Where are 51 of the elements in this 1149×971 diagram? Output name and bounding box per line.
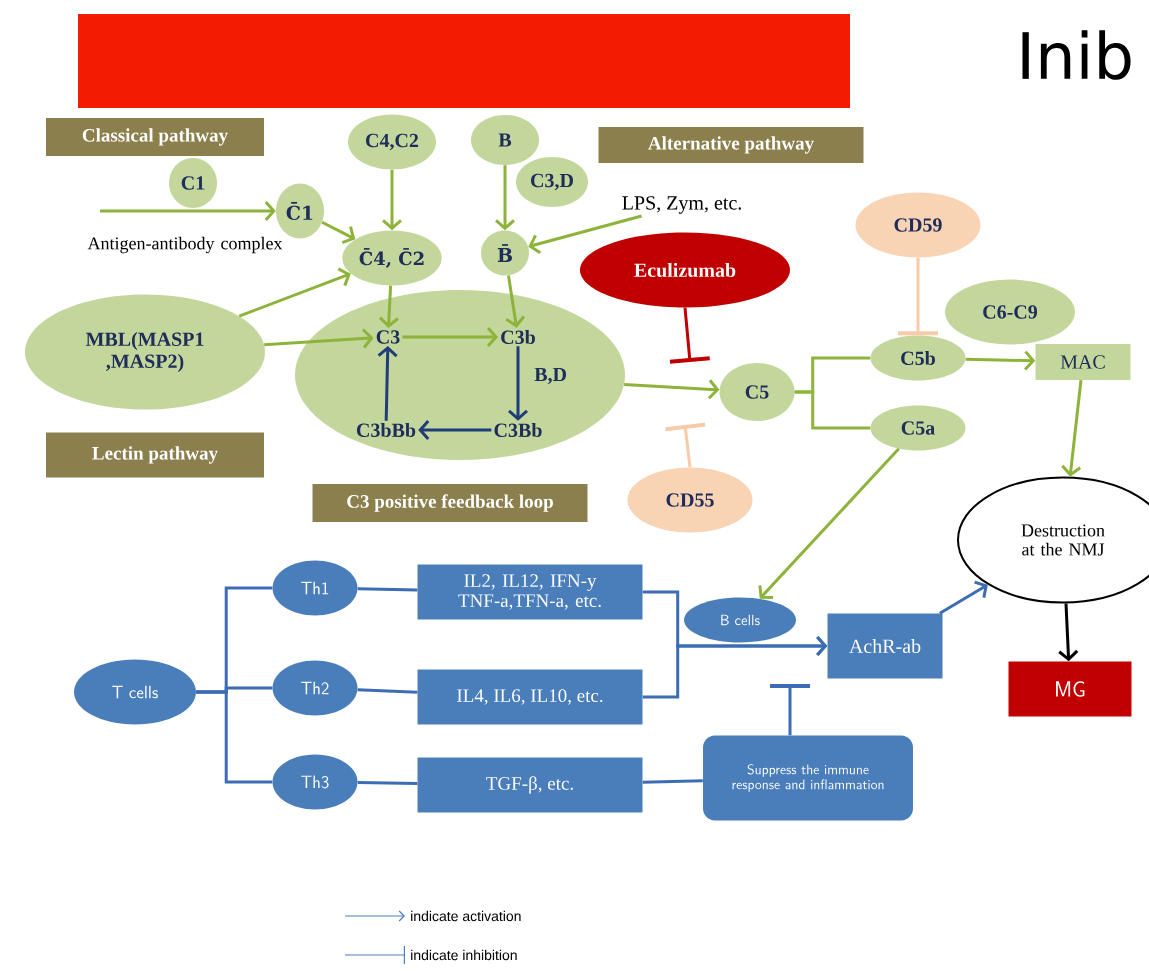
arrow — [264, 328, 374, 349]
legend-text: indicate inhibition — [411, 949, 517, 961]
arrow — [1061, 380, 1083, 477]
arrow — [418, 420, 492, 440]
pathway-label: C3 positive feedback loop — [312, 484, 588, 522]
complex-box: MAC — [1035, 344, 1131, 380]
inhibition-line — [669, 307, 710, 364]
arrow — [382, 169, 402, 231]
pathway-label: Alternative pathway — [598, 127, 864, 163]
connector-line — [196, 690, 273, 784]
arrow — [624, 379, 720, 400]
cytokine-box: IL4, IL6, IL10, etc. — [417, 669, 643, 725]
arrow — [495, 165, 515, 231]
inhibition-line — [770, 684, 810, 736]
inhibition-line — [898, 257, 938, 336]
arrow — [1058, 603, 1079, 662]
protein-label: C3Bb — [494, 422, 542, 438]
connector-line — [357, 781, 418, 785]
legend-text: indicate activation — [411, 910, 521, 922]
disease-box: MG — [1008, 661, 1132, 717]
protein-label: C3 — [376, 330, 400, 344]
connector-line — [357, 688, 418, 694]
banner — [78, 14, 850, 108]
cytokine-box: IL2, IL12, IFN-y TNF-a,TFN-a, etc. — [417, 564, 643, 620]
arrow — [238, 267, 351, 318]
connector-line — [642, 779, 703, 784]
arrow — [758, 447, 900, 599]
note-text: Antigen-antibody complex — [87, 236, 283, 254]
loop-ellipse — [295, 290, 625, 460]
arrow — [321, 220, 356, 245]
connector-line — [794, 390, 871, 430]
arrow — [508, 346, 528, 421]
pathway-label: Lectin pathway — [46, 432, 264, 478]
effect-box: Suppress the immune response and inflammation — [703, 735, 913, 821]
arrow — [100, 201, 276, 221]
arrow — [965, 350, 1036, 371]
arrow — [377, 345, 398, 421]
protein-label: C3b — [501, 329, 535, 345]
title: Inib — [1022, 30, 1131, 80]
arrow — [642, 636, 828, 699]
arrow — [939, 580, 988, 615]
antibody-box: AchR-ab — [827, 613, 943, 679]
cytokine-box: TGF-β, etc. — [417, 757, 643, 813]
connector-line — [357, 587, 418, 592]
trigger-text: LPS, Zym, etc. — [622, 196, 741, 214]
arrow — [528, 214, 642, 254]
protein-label: C3bBb — [356, 422, 416, 438]
inhibition-line — [665, 422, 706, 468]
arrow — [378, 285, 399, 329]
pathway-label: Classical pathway — [46, 118, 264, 156]
arrow — [402, 327, 499, 347]
